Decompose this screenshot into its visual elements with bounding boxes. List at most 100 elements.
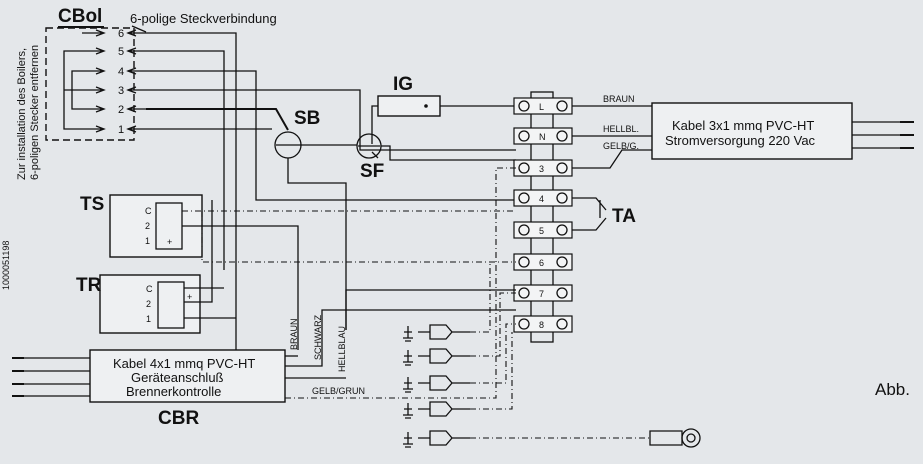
screw-icon — [556, 162, 568, 174]
pin-number: 2 — [118, 104, 124, 116]
pin-plug-icon — [82, 47, 106, 55]
sf-label: SF — [360, 161, 384, 182]
pin-plug-icon — [82, 86, 106, 94]
pin-plug-icon — [82, 29, 106, 37]
terminal-4: 4 — [513, 189, 573, 207]
sf-to-n-wire — [381, 145, 516, 161]
connector-title-leader — [131, 25, 147, 33]
ta-label: TA — [612, 206, 636, 227]
connector-bridges — [63, 50, 82, 130]
cbr-cable-leads — [12, 357, 90, 397]
ground-connector-icon — [418, 375, 470, 391]
ground-wire — [470, 323, 516, 384]
terminal-L: L — [513, 97, 573, 115]
terminal-label: 7 — [539, 289, 544, 299]
terminal-label: L — [539, 102, 544, 112]
pin-socket-icon — [126, 86, 146, 94]
wire-pin6 — [146, 32, 237, 400]
pin-number: 6 — [118, 28, 124, 40]
ta-wires — [572, 197, 607, 231]
pin-plug-icon — [82, 105, 106, 113]
connector-pin-5: 5 — [82, 46, 146, 58]
ground-wire — [470, 292, 516, 357]
ring-terminal-body — [649, 430, 683, 446]
terminal-5: 5 — [513, 221, 573, 239]
tr-pin-1: 1 — [146, 314, 151, 324]
connector-pin-2: 2 — [82, 104, 146, 116]
ig-terminal-dot — [424, 104, 428, 108]
cbol-note-line2: 6-poligen Stecker entfernen — [29, 45, 41, 180]
pin-plug-icon — [82, 125, 106, 133]
cbol-label: CBol — [58, 6, 102, 27]
wire-schwarz-vertical: SCHWARZ — [313, 314, 323, 360]
screw-icon — [518, 287, 530, 299]
pin-number: 4 — [118, 66, 124, 78]
ground-icon — [403, 377, 413, 393]
connector-pin-3: 3 — [82, 85, 146, 97]
wire-gelbg-top — [572, 149, 652, 169]
pin-socket-icon — [126, 105, 146, 113]
ts-2-wire — [182, 225, 299, 350]
power-cable-line2: Stromversorgung 220 Vac — [665, 133, 816, 148]
ig-to-sf-wire — [371, 105, 378, 144]
pin-socket-icon — [126, 47, 146, 55]
ground-2 — [403, 292, 516, 366]
ground-icon — [403, 350, 413, 366]
ring-terminal-icon — [681, 428, 701, 448]
tr-2-wire — [184, 200, 213, 303]
wire-pin2 — [146, 108, 289, 131]
cbr-gelbgrun-wire — [285, 167, 516, 399]
screw-icon — [556, 192, 568, 204]
wire-pin5 — [146, 50, 225, 270]
terminal-label: 3 — [539, 164, 544, 174]
terminal-label: N — [539, 132, 546, 142]
device-cable-line3: Brennerkontrolle — [126, 384, 221, 399]
sf-switch-bar — [358, 145, 380, 159]
tr-box — [99, 274, 201, 334]
terminal-label: 8 — [539, 320, 544, 330]
wire-braun-top-label: BRAUN — [603, 94, 635, 104]
cbol-note-line1: Zur installation des Boilers, — [16, 48, 28, 180]
device-cable-line1: Kabel 4x1 mmq PVC-HT — [113, 356, 255, 371]
terminal-block — [513, 253, 573, 271]
sb-schwarz-wire — [287, 158, 347, 330]
screw-icon — [556, 130, 568, 142]
screw-icon — [518, 162, 530, 174]
wire-braun-vertical: BRAUN — [289, 318, 299, 350]
terminal-N: N — [513, 127, 573, 145]
ground-connector-icon — [418, 401, 470, 417]
side-code: 1000051198 — [1, 241, 11, 290]
ts-pin-1: 1 — [145, 236, 150, 246]
ig-box — [377, 95, 441, 117]
ig-label: IG — [393, 74, 413, 95]
ts-pin-2: 2 — [145, 221, 150, 231]
pin-socket-icon — [126, 29, 146, 37]
cbr-hellblau-wire — [345, 289, 516, 330]
screw-icon — [518, 224, 530, 236]
ground-4 — [403, 332, 513, 419]
screw-icon — [518, 130, 530, 142]
ground-icon — [403, 432, 413, 448]
wire-gelbg-top-label: GELB/G. — [603, 141, 639, 151]
pin-plug-icon — [82, 67, 106, 75]
ground-3 — [403, 323, 516, 393]
terminal-strip-rail — [530, 91, 554, 343]
screw-icon — [518, 318, 530, 330]
power-cable-box — [651, 102, 853, 160]
cbr-label: CBR — [158, 408, 199, 429]
terminal-block — [513, 315, 573, 333]
device-cable-line2: Geräteanschluß — [131, 370, 224, 385]
ts-plus: + — [167, 237, 172, 247]
terminal-7: 7 — [513, 284, 573, 302]
connector-pin-4: 4 — [82, 66, 146, 78]
terminal-label: 6 — [539, 258, 544, 268]
ts-pin-c: C — [145, 206, 152, 216]
screw-icon — [556, 224, 568, 236]
ground-5 — [403, 428, 701, 448]
ground-connector-icon — [418, 324, 470, 340]
pin-socket-icon — [126, 67, 146, 75]
cbr-cable-lead-ends — [12, 357, 24, 397]
wire-gelbgrun-label: GELB/GRUN — [312, 386, 365, 396]
terminal-8: 8 — [513, 315, 573, 333]
